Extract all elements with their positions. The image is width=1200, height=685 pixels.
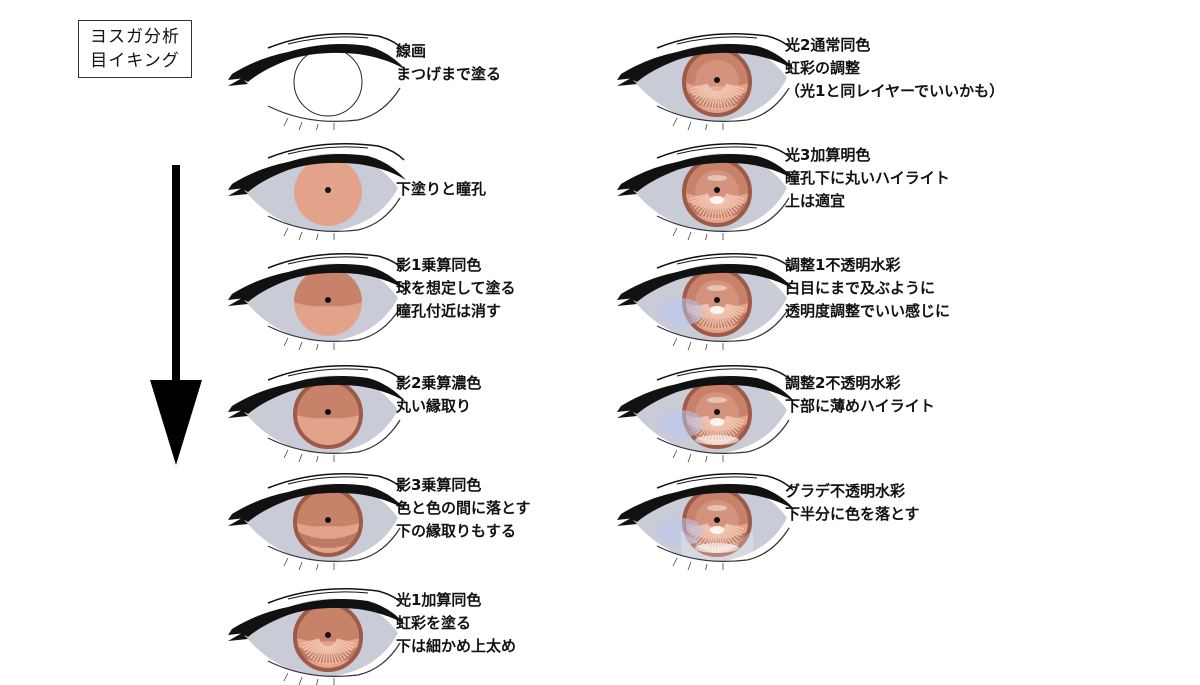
- caption-line: 調整1不透明水彩: [785, 256, 901, 274]
- caption-line: 光2通常同色: [785, 36, 871, 54]
- step-caption: 光1加算同色虹彩を塗る下は細かめ上太め: [396, 589, 516, 658]
- eye-illustration: [228, 587, 406, 685]
- title-line-1: ヨスガ分析: [90, 27, 180, 47]
- title-line-2: 目イキング: [90, 51, 180, 71]
- caption-line: 瞳孔下に丸いハイライト: [785, 169, 950, 187]
- caption-line: 白目にまで及ぶように: [785, 279, 936, 297]
- caption-line: 色と色の間に落とす: [396, 499, 531, 517]
- caption-line: 丸い縁取り: [396, 397, 472, 415]
- caption-line: 瞳孔付近は消す: [396, 302, 502, 320]
- step-caption: 下塗りと瞳孔: [396, 178, 486, 201]
- caption-line: 透明度調整でいい感じに: [785, 302, 951, 320]
- eye-illustration: [617, 472, 795, 570]
- down-arrow-icon: [150, 165, 202, 465]
- caption-line: 線画: [396, 42, 427, 60]
- eye-illustration: [228, 32, 406, 130]
- caption-line: 上は適宜: [785, 192, 846, 210]
- step-caption: 調整1不透明水彩白目にまで及ぶように透明度調整でいい感じに: [785, 254, 950, 323]
- step-caption: 光3加算明色瞳孔下に丸いハイライト上は適宜: [785, 144, 950, 213]
- step-caption: 影1乗算同色球を想定して塗る瞳孔付近は消す: [396, 254, 516, 323]
- caption-line: 光3加算明色: [785, 146, 871, 164]
- eye-illustration: [617, 364, 795, 462]
- caption-line: 下塗りと瞳孔: [396, 180, 487, 198]
- caption-line: 下部に薄めハイライト: [785, 397, 935, 415]
- caption-line: 調整2不透明水彩: [785, 374, 901, 392]
- eye-illustration: [617, 252, 795, 350]
- eye-illustration: [228, 252, 406, 350]
- step-caption: 影2乗算濃色丸い縁取り: [396, 372, 481, 418]
- caption-line: 光1加算同色: [396, 591, 482, 609]
- caption-line: 下半分に色を落とす: [785, 505, 920, 523]
- title-box: ヨスガ分析 目イキング: [78, 20, 192, 78]
- caption-line: 虹彩の調整: [785, 59, 861, 77]
- step-caption: グラデ不透明水彩下半分に色を落とす: [785, 480, 920, 526]
- caption-line: 影1乗算同色: [396, 256, 482, 274]
- caption-line: 下は細かめ上太め: [396, 637, 517, 655]
- caption-line: 下の縁取りもする: [396, 522, 517, 540]
- caption-line: 影3乗算同色: [396, 476, 482, 494]
- caption-line: （光1と同レイヤーでいいかも）: [785, 82, 1005, 100]
- step-caption: 調整2不透明水彩下部に薄めハイライト: [785, 372, 935, 418]
- caption-line: 影2乗算濃色: [396, 374, 482, 392]
- step-caption: 光2通常同色虹彩の調整 （光1と同レイヤーでいいかも）: [785, 34, 1004, 103]
- eye-illustration: [228, 364, 406, 462]
- caption-line: まつげまで塗る: [396, 65, 502, 83]
- eye-illustration: [228, 472, 406, 570]
- step-caption: 影3乗算同色色と色の間に落とす下の縁取りもする: [396, 474, 531, 543]
- eye-illustration: [617, 32, 795, 130]
- caption-line: 虹彩を塗る: [396, 614, 472, 632]
- step-caption: 線画まつげまで塗る: [396, 40, 501, 86]
- caption-line: グラデ不透明水彩: [785, 482, 906, 500]
- caption-line: 球を想定して塗る: [396, 279, 516, 297]
- eye-illustration: [617, 142, 795, 240]
- eye-illustration: [228, 142, 406, 240]
